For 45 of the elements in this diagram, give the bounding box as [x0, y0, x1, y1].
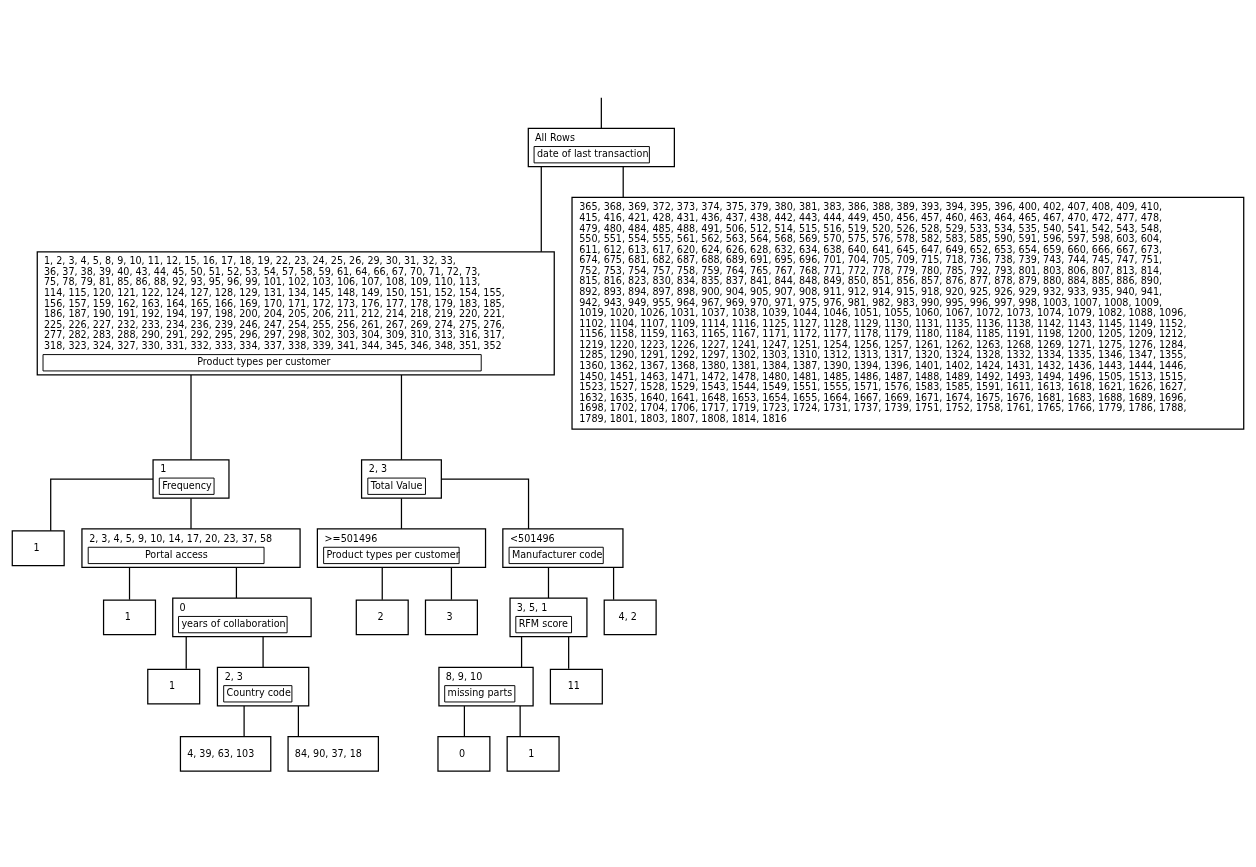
connector	[243, 704, 245, 737]
node-box: 1 Frequency	[152, 458, 230, 499]
node-box: 1	[147, 668, 201, 704]
connector	[450, 566, 453, 600]
connector	[381, 566, 383, 600]
node-box: 4, 2	[603, 599, 657, 635]
node-box: 2, 3 Total Value	[360, 458, 442, 499]
connector	[128, 566, 131, 600]
node-box: 2	[355, 599, 409, 635]
connector	[519, 704, 521, 737]
connector	[547, 566, 550, 599]
connector	[190, 497, 192, 529]
node-box: 1	[506, 735, 560, 772]
connector	[50, 477, 154, 531]
connector	[400, 497, 403, 529]
connector	[540, 165, 542, 252]
connector	[568, 635, 570, 669]
node-box: 1	[11, 529, 65, 566]
node-box: 0	[437, 735, 491, 772]
connector	[185, 635, 187, 669]
node-box: 84, 90, 37, 18	[287, 735, 380, 772]
connector	[190, 373, 192, 460]
node-box: 4, 39, 63, 103	[179, 735, 272, 772]
node-box: 3, 5, 1 RFM score	[509, 597, 588, 637]
node-box: 2, 3, 4, 5, 9, 10, 14, 17, 20, 23, 37, 58 Portal access	[81, 527, 301, 568]
node-box: All Rows date of last transaction	[527, 127, 675, 167]
node-box: 2, 3 Country code	[216, 666, 310, 706]
connector	[600, 96, 602, 129]
node-box: 1	[102, 599, 157, 635]
node-box: 0 years of collaboration	[172, 597, 312, 637]
connector	[400, 373, 403, 460]
connector	[463, 704, 466, 737]
connector	[520, 635, 523, 668]
connector	[297, 704, 300, 737]
connector	[612, 566, 615, 600]
connector	[622, 165, 624, 198]
node-box: 8, 9, 10 missing parts	[438, 666, 534, 706]
connector	[441, 477, 530, 530]
connector	[235, 566, 238, 599]
connector	[262, 635, 264, 668]
node-box: <501496 Manufacturer code	[502, 527, 624, 568]
node-box: 365, 368, 369, 372, 373, 374, 375, 379, 380, 381, 383, 386, 388, 389, 393, 394, 395, 396, 400, 402, 407, 408, 409, 410, 415, 416, 421, 428, 431, 436, 437, 438, 442, 443, 444, 449, 450, 456, 457, 460, 463, 464, 465, 467, 470, 472, 477, 478, 479, 480, 484, 485, 488, 491, 506, 512, 514, 515, 516, 519, 520, 526, 528, 529, 533, 534, 535, 540, 541, 542, 543, 548, 550, 551, 554, 555, 561, 562, 563, 564, 568, 569, 570, 575, 576, 578, 582, 583, 585, 590, 591, 596, 597, 598, 603, 604, 611, 612, 613, 617, 620, 624, 626, 628, 632, 634, 638, 640, 641, 645, 647, 649, 652, 653, 654, 659, 660, 666, 667, 673, 674, 675, 681, 682, 687, 688, 689, 691, 695, 696, 701, 704, 705, 709, 715, 718, 736, 738, 739, 743, 744, 745, 747, 751, 752, 753, 754, 757, 758, 759, 764, 765, 767, 768, 771, 772, 778, 779, 780, 785, 792, 793, 801, 803, 806, 807, 813, 814, 815, 816, 823, 830, 834, 835, 837, 841, 844, 848, 849, 850, 851, 856, 857, 876, 877, 878, 879, 880, 884, 885, 886, 890, 892, 893, 894, 897, 898, 900, 904, 905, 907, 908, 911, 912, 914, 915, 918, 920, 925, 926, 929, 932, 933, 935, 940, 941, 942, 943, 949, 955, 964, 967, 969, 970, 971, 975, 976, 981, 982, 983, 990, 995, 996, 997, 998, 1003, 1007, 1008, 1009, 1019, 1020, 1026, 1031, 1037, 1038, 1039, 1044, 1046, 1051, 1055, 1060, 1067, 1072, 1073, 1074, 1079, 1082, 1088, 1096, 1102, 1104, 1107, 1109, 1114, 1116, 1125, 1127, 1128, 1129, 1130, 1131, 1135, 1136, 1138, 1142, 1143, 1145, 1149, 1152, 1156, 1158, 1159, 1163, 1165, 1167, 1171, 1172, 1177, 1178, 1179, 1180, 1184, 1185, 1191, 1198, 1200, 1205, 1209, 1212, 1219, 1220, 1223, 1226, 1227, 1241, 1247, 1251, 1254, 1256, 1257, 1261, 1262, 1263, 1268, 1269, 1271, 1275, 1276, 1284, 1285, 1290, 1291, 1292, 1297, 1302, 1303, 1310, 1312, 1313, 1317, 1320, 1324, 1328, 1332, 1334, 1335, 1346, 1347, 1355, 1360, 1362, 1367, 1368, 1380, 1381, 1384, 1387, 1390, 1394, 1396, 1401, 1402, 1424, 1431, 1432, 1436, 1443, 1444, 1446, 1450, 1451, 1463, 1471, 1472, 1478, 1480, 1481, 1485, 1486, 1487, 1488, 1489, 1492, 1493, 1494, 1496, 1505, 1513, 1515, 1523, 1527, 1528, 1529, 1543, 1544, 1549, 1551, 1555, 1571, 1576, 1583, 1585, 1591, 1611, 1613, 1618, 1621, 1626, 1627, 1632, 1635, 1640, 1641, 1648, 1653, 1654, 1655, 1664, 1667, 1669, 1671, 1674, 1675, 1676, 1681, 1683, 1688, 1689, 1696, 1698, 1702, 1704, 1706, 1717, 1719, 1723, 1724, 1731, 1737, 1739, 1751, 1752, 1758, 1761, 1765, 1766, 1779, 1786, 1788, 1789, 1801, 1803, 1807, 1808, 1814, 1816	[571, 196, 1245, 430]
node-box: 11	[549, 668, 603, 704]
node-box: 3	[424, 599, 478, 635]
node-box: 1, 2, 3, 4, 5, 8, 9, 10, 11, 12, 15, 16, 17, 18, 19, 22, 23, 24, 25, 26, 29, 30, 31, 32, 33, 36, 37, 38, 39, 40, 43, 44, 45, 50, 51, 52, 53, 54, 57, 58, 59, 61, 64, 66, 67, 70, 71, 72, 73, 75, 78, 79, 81, 85, 86, 88, 92, 93, 95, 96, 99, 101, 102, 103, 106, 107, 108, 109, 110, 113, 114, 115, 120, 121, 122, 124, 127, 128, 129, 131, 134, 145, 148, 149, 150, 151, 152, 154, 155, 156, 157, 159, 162, 163, 164, 165, 166, 169, 170, 171, 172, 173, 176, 177, 178, 179, 183, 185, 186, 187, 190, 191, 192, 194, 197, 198, 200, 204, 205, 206, 211, 212, 214, 218, 219, 220, 221, 225, 226, 227, 232, 233, 234, 236, 239, 246, 247, 254, 255, 256, 261, 267, 269, 274, 275, 276, 277, 282, 283, 288, 290, 291, 292, 295, 296, 297, 298, 302, 303, 304, 309, 310, 313, 316, 317, 318, 323, 324, 327, 330, 331, 332, 333, 334, 337, 338, 339, 341, 344, 345, 346, 348, 351, 352 Product types per customer	[36, 250, 555, 375]
